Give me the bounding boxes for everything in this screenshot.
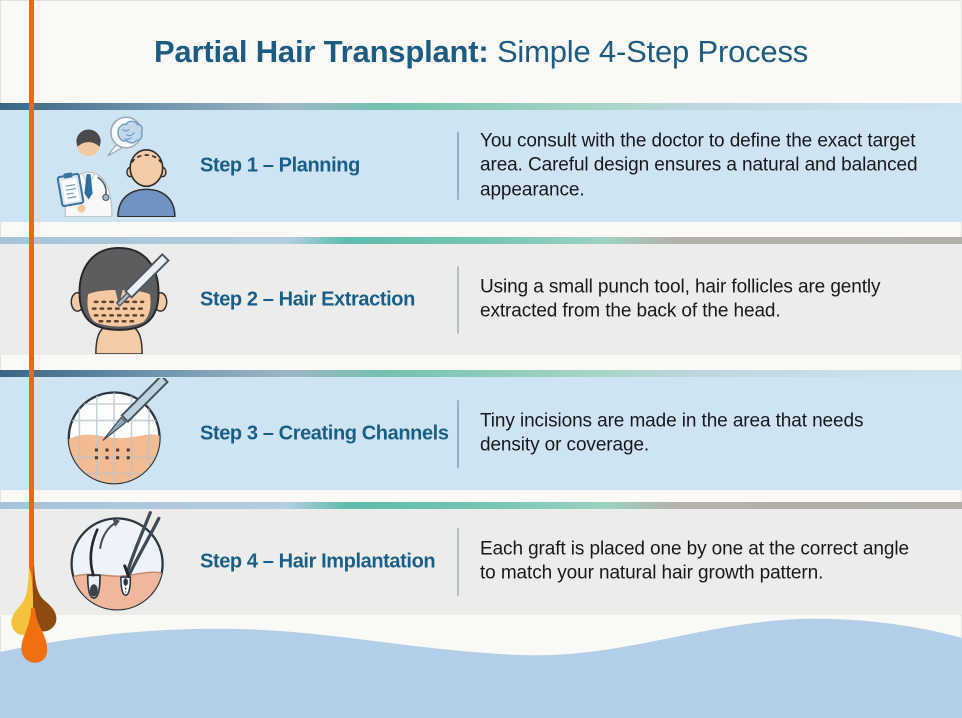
- hair-follicle-logo: [11, 540, 57, 663]
- step-description: You consult with the doctor to define th…: [480, 130, 918, 201]
- column-divider: [457, 132, 459, 200]
- step-row-4: Step 4 – Hair Implantation Each graft is…: [0, 502, 962, 615]
- step-row-2: Step 2 – Hair Extraction Using a small p…: [0, 237, 962, 355]
- column-divider: [457, 528, 459, 596]
- step-title: Step 2 – Hair Extraction: [200, 288, 415, 310]
- step-title: Step 3 – Creating Channels: [200, 422, 449, 444]
- step-title: Step 1 – Planning: [200, 154, 360, 177]
- wave-footer: [0, 618, 962, 718]
- page-title: Partial Hair Transplant: Simple 4-Step P…: [154, 34, 808, 70]
- step-description: Each graft is placed one by one at the c…: [480, 538, 909, 584]
- step-title: Step 4 – Hair Implantation: [200, 550, 436, 573]
- header: Partial Hair Transplant: Simple 4-Step P…: [0, 0, 962, 103]
- doctor-consultation-icon: [46, 114, 191, 218]
- row-gradient-strip: [0, 502, 962, 509]
- orange-accent-line: [29, 0, 34, 580]
- page-title-regular: Simple 4-Step Process: [496, 33, 809, 69]
- row-gradient-strip: [0, 370, 962, 377]
- step-description: Using a small punch tool, hair follicles…: [480, 276, 881, 322]
- creating-channels-icon: [46, 377, 191, 486]
- step-description: Tiny incisions are made in the area that…: [480, 410, 864, 456]
- row-gradient-strip: [0, 237, 962, 244]
- row-gradient-strip: [0, 103, 962, 110]
- hair-extraction-icon: [46, 246, 191, 354]
- hair-implantation-icon: [46, 510, 191, 614]
- column-divider: [457, 265, 459, 334]
- step-row-1: Step 1 – Planning You consult with the d…: [0, 103, 962, 222]
- column-divider: [457, 399, 459, 468]
- step-row-3: Step 3 – Creating Channels Tiny incision…: [0, 370, 962, 490]
- page-title-bold: Partial Hair Transplant:: [153, 33, 489, 69]
